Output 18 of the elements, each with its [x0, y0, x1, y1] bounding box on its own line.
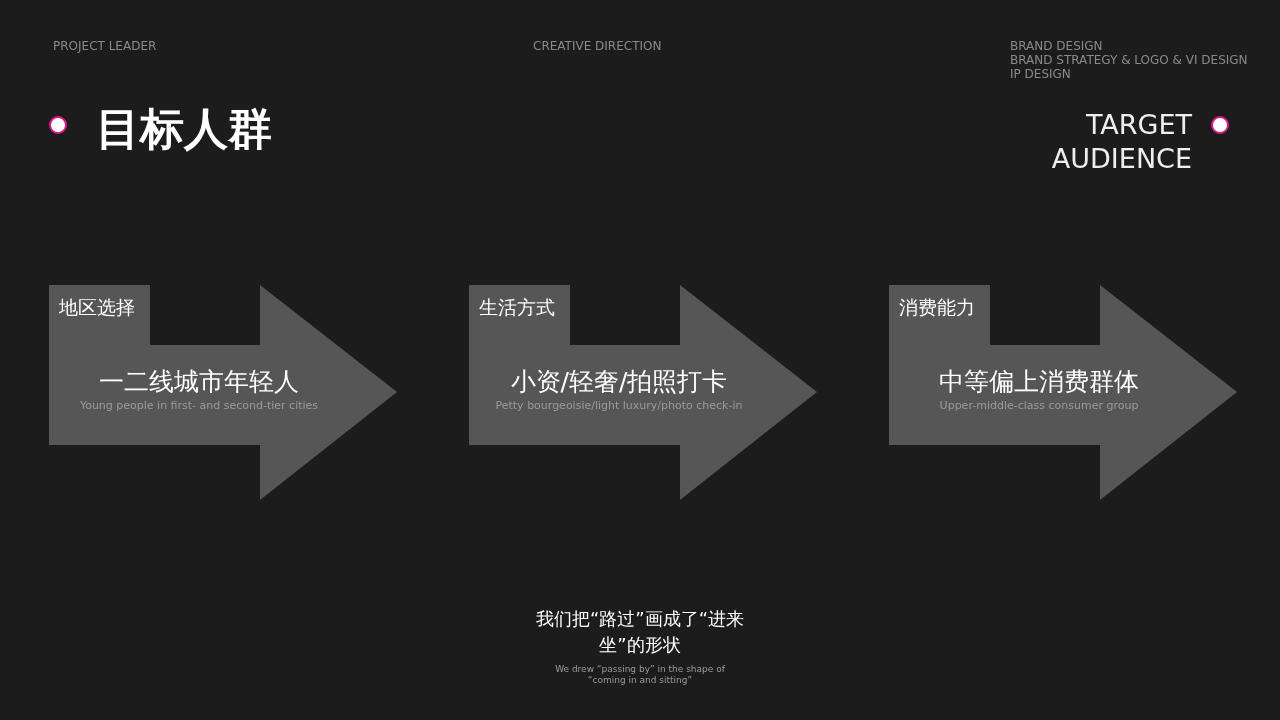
tab-label: 消费能力 — [899, 295, 975, 320]
slide-title: 目标人群 — [96, 102, 272, 156]
header-text: IP DESIGN — [1010, 67, 1071, 81]
arrow-heading: 中等偏上消费群体 — [938, 366, 1140, 398]
caption-translation: We drew “passing by” in the shape of “coming in and sitting” — [554, 664, 726, 686]
header-text: CREATIVE DIRECTION — [533, 39, 662, 53]
subtitle: TARGET AUDIENCE — [1050, 108, 1192, 176]
arrow-subtext: Petty bourgeoisie/light luxury/photo check-in — [494, 399, 744, 412]
arrow-heading: 小资/轻奢/拍照打卡 — [509, 366, 729, 398]
caption-text: 我们把“路过”画成了“进来坐”的形状 — [535, 607, 745, 657]
arrow-heading: 一二线城市年轻人 — [98, 366, 300, 398]
header-text: BRAND DESIGN — [1010, 39, 1103, 53]
arrow-subtext: Upper-middle-class consumer group — [938, 399, 1140, 412]
tab-label: 生活方式 — [479, 295, 555, 320]
arrow-subtext: Young people in first- and second-tier cities — [78, 399, 320, 412]
tab-label: 地区选择 — [59, 295, 135, 320]
header-text: PROJECT LEADER — [53, 39, 157, 53]
header-text: BRAND STRATEGY & LOGO & VI DESIGN — [1010, 53, 1248, 67]
